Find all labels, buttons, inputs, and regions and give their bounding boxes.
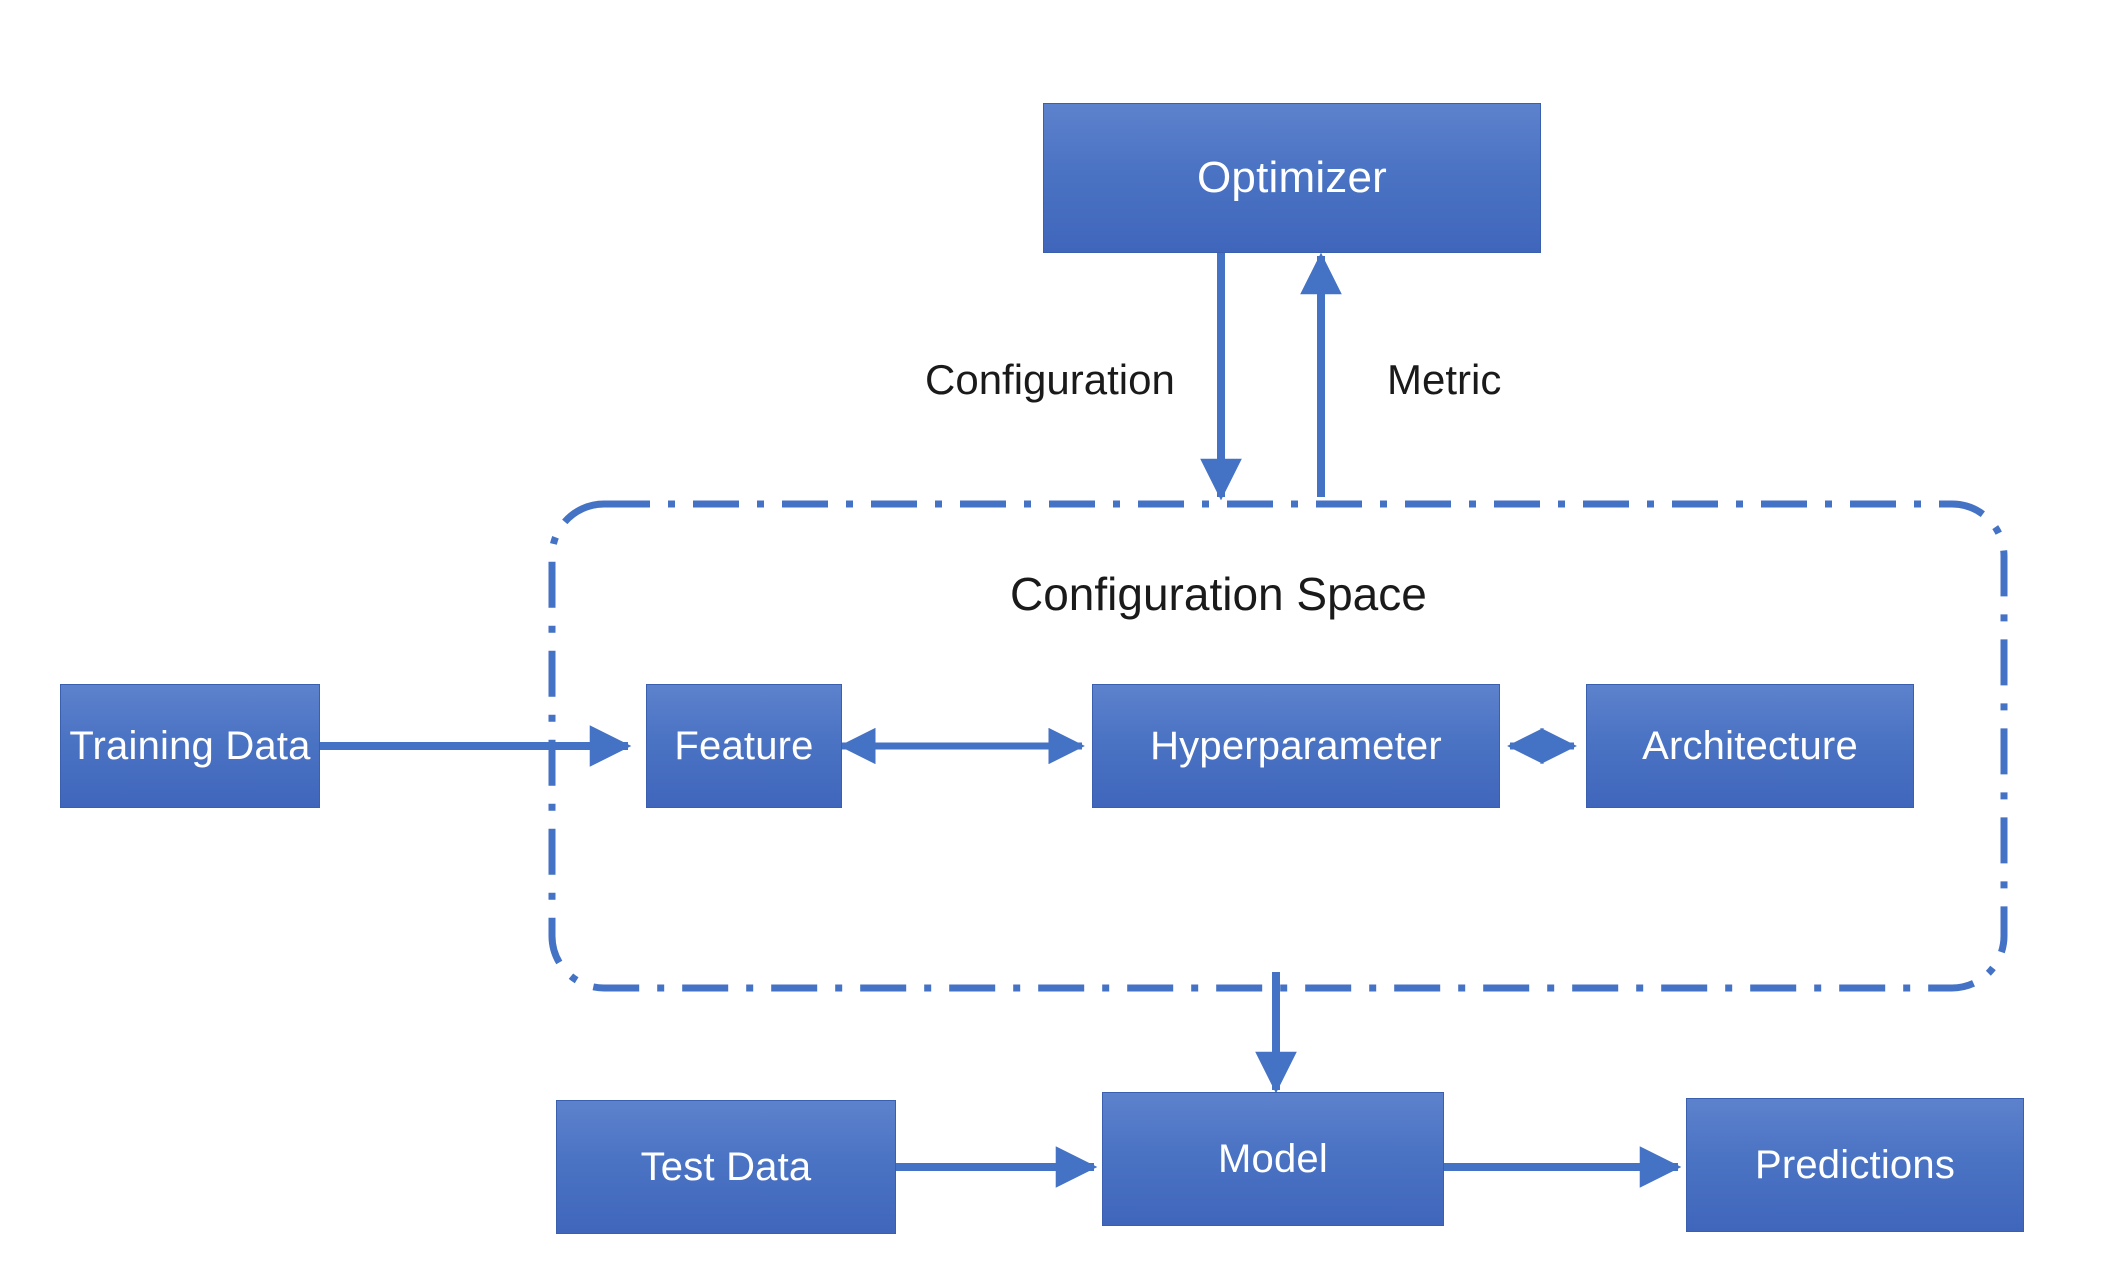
node-optimizer[interactable]: Optimizer bbox=[1043, 103, 1541, 253]
node-hyperparameter-label: Hyperparameter bbox=[1150, 723, 1442, 768]
node-architecture[interactable]: Architecture bbox=[1586, 684, 1914, 808]
node-model-label: Model bbox=[1218, 1136, 1328, 1181]
node-feature-label: Feature bbox=[674, 723, 814, 768]
node-predictions-label: Predictions bbox=[1754, 1142, 1956, 1187]
node-feature[interactable]: Feature bbox=[646, 684, 842, 808]
node-model[interactable]: Model bbox=[1102, 1092, 1444, 1226]
node-predictions[interactable]: Predictions bbox=[1686, 1098, 2024, 1232]
node-training-data-label: Training Data bbox=[69, 723, 311, 768]
node-optimizer-label: Optimizer bbox=[1196, 153, 1388, 202]
node-test-data[interactable]: Test Data bbox=[556, 1100, 896, 1234]
edge-label-configuration: Configuration bbox=[925, 356, 1175, 403]
node-architecture-label: Architecture bbox=[1642, 723, 1858, 768]
edge-label-metric: Metric bbox=[1387, 356, 1502, 403]
node-training-data[interactable]: Training Data bbox=[60, 684, 320, 808]
node-test-data-label: Test Data bbox=[640, 1144, 812, 1189]
configuration-space-title: Configuration Space bbox=[1010, 568, 1427, 620]
node-hyperparameter[interactable]: Hyperparameter bbox=[1092, 684, 1500, 808]
